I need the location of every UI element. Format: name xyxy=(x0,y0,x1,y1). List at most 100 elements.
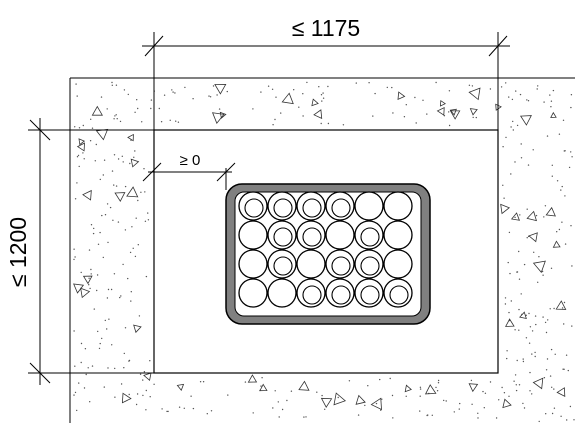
concrete-aggregate xyxy=(355,394,366,405)
concrete-speckle xyxy=(512,120,514,123)
concrete-speckle xyxy=(113,154,116,156)
concrete-speckle xyxy=(553,388,555,390)
concrete-speckle xyxy=(547,319,549,321)
concrete-speckle xyxy=(573,419,575,421)
concrete-speckle xyxy=(143,168,145,170)
concrete-speckle xyxy=(560,189,562,191)
concrete-speckle xyxy=(546,358,549,360)
concrete-speckle xyxy=(528,342,531,344)
concrete-speckle xyxy=(171,89,173,91)
concrete-aggregate xyxy=(439,99,446,107)
concrete-speckle xyxy=(100,96,103,98)
concrete-speckle xyxy=(306,81,308,84)
concrete-speckle xyxy=(526,237,528,239)
cable-inner-core xyxy=(360,285,380,305)
concrete-speckle xyxy=(525,337,528,339)
concrete-speckle xyxy=(419,395,421,397)
concrete-speckle xyxy=(392,112,394,114)
concrete-speckle xyxy=(89,401,91,403)
concrete-speckle xyxy=(508,96,510,98)
cable-inner-core xyxy=(273,227,293,247)
concrete-speckle xyxy=(131,226,133,228)
concrete-aggregate xyxy=(526,210,537,222)
concrete-speckle xyxy=(422,99,424,102)
concrete-speckle xyxy=(505,136,507,139)
concrete-speckle xyxy=(252,108,254,110)
concrete-speckle xyxy=(107,367,109,369)
concrete-speckle xyxy=(553,307,555,310)
width-dimension-label: ≤ 1175 xyxy=(292,15,360,41)
concrete-speckle xyxy=(355,82,357,84)
concrete-speckle xyxy=(109,206,112,209)
concrete-speckle xyxy=(549,308,551,310)
concrete-speckle xyxy=(543,216,545,218)
concrete-speckle xyxy=(495,417,498,419)
concrete-speckle xyxy=(550,348,553,351)
cable-inner-core xyxy=(302,198,322,218)
concrete-aggregate xyxy=(143,372,152,382)
concrete-speckle xyxy=(133,156,135,158)
concrete-speckle xyxy=(564,243,567,245)
concrete-speckle xyxy=(73,330,75,332)
concrete-speckle xyxy=(570,106,572,109)
height-tick-top xyxy=(29,119,51,141)
concrete-speckle xyxy=(150,99,153,101)
concrete-speckle xyxy=(321,394,323,397)
concrete-speckle xyxy=(167,410,169,413)
concrete-speckle xyxy=(178,406,181,408)
concrete-aggregate xyxy=(281,92,294,105)
concrete-speckle xyxy=(153,383,155,385)
concrete-speckle xyxy=(124,229,127,231)
concrete-speckle xyxy=(561,185,563,188)
concrete-speckle xyxy=(134,150,136,152)
concrete-speckle xyxy=(83,158,85,160)
concrete-speckle xyxy=(128,393,130,396)
concrete-speckle xyxy=(522,358,524,360)
concrete-speckle xyxy=(534,315,537,317)
concrete-aggregate xyxy=(555,300,567,310)
concrete-speckle xyxy=(107,288,110,291)
concrete-speckle xyxy=(123,89,126,91)
concrete-speckle xyxy=(526,208,528,210)
concrete-speckle xyxy=(76,156,79,158)
concrete-speckle xyxy=(514,329,516,331)
concrete-speckle xyxy=(550,106,552,108)
concrete-speckle xyxy=(106,203,109,205)
concrete-speckle xyxy=(564,150,566,152)
width-tick-right xyxy=(488,35,508,57)
concrete-speckle xyxy=(139,373,142,375)
concrete-speckle xyxy=(130,291,132,293)
concrete-speckle xyxy=(199,381,202,383)
concrete-aggregate xyxy=(333,392,347,406)
concrete-speckle xyxy=(529,371,531,374)
concrete-speckle xyxy=(489,381,492,383)
concrete-speckle xyxy=(137,107,139,110)
concrete-speckle xyxy=(569,405,572,408)
concrete-speckle xyxy=(78,382,80,384)
concrete-aggregate xyxy=(449,108,457,116)
concrete-speckle xyxy=(261,377,263,379)
concrete-speckle xyxy=(437,382,440,384)
concrete-speckle xyxy=(566,419,568,421)
concrete-speckle xyxy=(202,381,205,383)
concrete-speckle xyxy=(117,158,120,160)
concrete-speckle xyxy=(101,337,103,340)
concrete-speckle xyxy=(80,342,83,345)
concrete-speckle xyxy=(568,166,571,169)
concrete-speckle xyxy=(510,300,512,302)
cable xyxy=(325,220,355,250)
concrete-speckle xyxy=(145,275,148,278)
concrete-speckle xyxy=(564,195,566,197)
concrete-speckle xyxy=(128,360,130,362)
concrete-speckle xyxy=(529,326,532,328)
concrete-speckle xyxy=(541,270,544,273)
concrete-speckle xyxy=(216,94,218,96)
concrete-speckle xyxy=(386,86,388,89)
concrete-speckle xyxy=(91,365,94,367)
concrete-speckle xyxy=(550,267,553,269)
concrete-speckle xyxy=(372,115,374,117)
gap-tick-right xyxy=(216,162,236,182)
concrete-speckle xyxy=(468,84,471,87)
concrete-aggregate xyxy=(505,318,515,327)
concrete-speckle xyxy=(267,85,270,87)
